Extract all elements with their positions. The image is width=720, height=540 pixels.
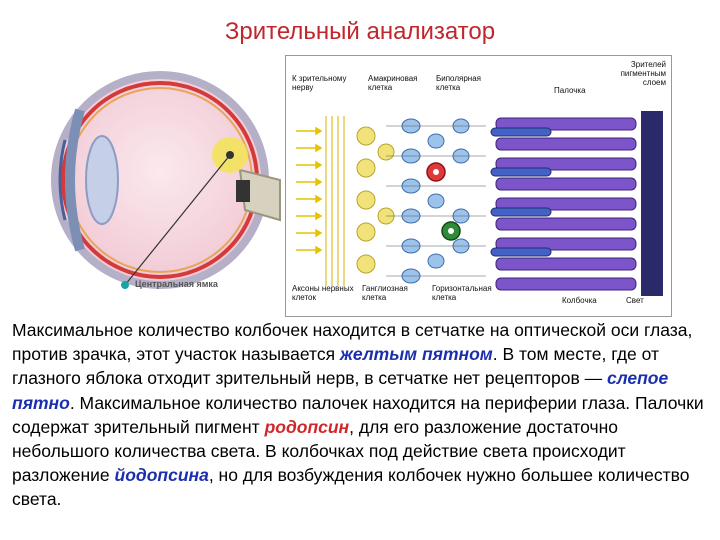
text-part-3: . Максимальное количество палочек находи… [12, 392, 704, 437]
label-amacrine: Амакриновая клетка [368, 74, 418, 92]
label-light: Свет [626, 296, 644, 305]
slide-title: Зрительный анализатор [224, 18, 496, 45]
label-horizontal2: Горизонтальная клетка [432, 284, 492, 302]
label-optic-nerve: К зрительному нерву [292, 74, 347, 92]
term-yellow-spot: желтым пятном [339, 344, 493, 365]
text-part-5: , но для возбуждения колбочек нужно боль… [12, 465, 690, 510]
label-bipolar: Биполярная клетка [436, 74, 481, 92]
term-rhodopsin: родопсин [264, 416, 350, 437]
retina-layers [296, 111, 663, 296]
label-horizontal: Ганглиозная клетка [362, 284, 408, 302]
retina-diagram: К зрительному нерву Амакриновая клетка Б… [285, 55, 672, 317]
label-axons: Аксоны нервных клеток [292, 284, 354, 302]
term-iodopsin: йодопсина [114, 465, 209, 486]
text-part-1: Максимальное количество колбочек находит… [12, 320, 693, 365]
label-rod: Палочка [554, 86, 586, 95]
body-paragraph: Максимальное количество колбочек находит… [12, 318, 712, 512]
label-pigment: Зрителей пигментным слоем [620, 60, 666, 87]
central-fovea-label: Центральная ямка [135, 279, 218, 289]
label-cone: Колбочка [562, 296, 597, 305]
text-part-4: , для его разложение достаточно небольшо… [12, 416, 626, 486]
eye-diagram [51, 71, 281, 289]
term-blind-spot: слепое пятно [12, 368, 669, 413]
text-part-2: . В том месте, где от глазного яблока от… [12, 344, 659, 389]
